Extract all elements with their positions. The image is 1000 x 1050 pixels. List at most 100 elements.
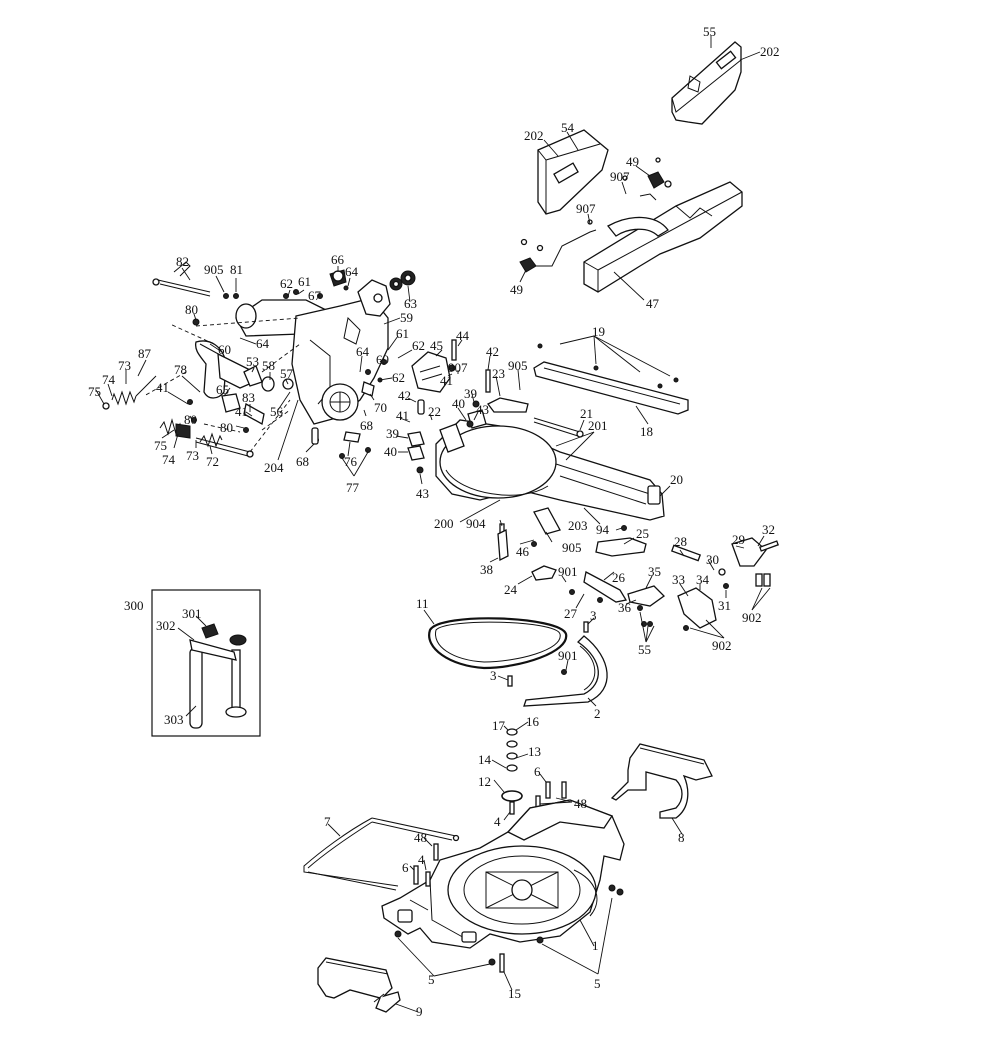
label-67: 67 xyxy=(308,288,322,303)
label-27: 27 xyxy=(564,606,578,621)
label-64: 64 xyxy=(256,336,270,351)
label-49: 49 xyxy=(510,282,523,297)
label-62: 62 xyxy=(280,276,293,291)
label-59: 59 xyxy=(400,310,413,325)
dashed-assembly-lines xyxy=(143,317,301,453)
label-6: 6 xyxy=(534,764,541,779)
rear-extension-rod-part-8 xyxy=(610,743,713,819)
label-45: 45 xyxy=(430,338,443,353)
label-44: 44 xyxy=(456,328,470,343)
label-300: 300 xyxy=(124,598,144,613)
part-number-labels: 55 202 54 202 49 907 907 49 47 82 905 81… xyxy=(88,24,780,1019)
label-42: 42 xyxy=(398,388,411,403)
label-55: 55 xyxy=(703,24,716,39)
label-75: 75 xyxy=(154,438,167,453)
label-61: 61 xyxy=(298,274,311,289)
label-301: 301 xyxy=(182,606,202,621)
label-31: 31 xyxy=(718,598,731,613)
label-204: 204 xyxy=(264,460,284,475)
label-68: 68 xyxy=(296,454,309,469)
label-80: 80 xyxy=(184,412,197,427)
label-54: 54 xyxy=(561,120,575,135)
label-41: 41 xyxy=(156,380,169,395)
bearing-part-63 xyxy=(389,270,416,291)
knob-part-66 xyxy=(329,269,347,287)
label-33: 33 xyxy=(672,572,685,587)
label-302: 302 xyxy=(156,618,176,633)
label-5: 5 xyxy=(428,972,435,987)
label-76: 76 xyxy=(344,454,358,469)
label-62: 62 xyxy=(412,338,425,353)
label-902: 902 xyxy=(712,638,732,653)
label-43: 43 xyxy=(416,486,429,501)
label-907: 907 xyxy=(448,360,468,375)
label-58: 58 xyxy=(262,358,275,373)
label-4: 4 xyxy=(418,852,425,867)
label-74: 74 xyxy=(162,452,176,467)
label-82: 82 xyxy=(176,254,189,269)
label-64: 64 xyxy=(356,344,370,359)
label-46: 46 xyxy=(516,544,530,559)
base-bolts xyxy=(394,843,624,973)
label-35: 35 xyxy=(648,564,661,579)
label-2: 2 xyxy=(594,706,601,721)
fence-bar-part-18 xyxy=(533,343,689,415)
spring-part-74 xyxy=(102,375,191,439)
label-41: 41 xyxy=(235,404,248,419)
label-66: 66 xyxy=(331,252,345,267)
label-40: 40 xyxy=(384,444,397,459)
fence-right-part-55 xyxy=(671,41,742,125)
label-48: 48 xyxy=(414,830,427,845)
label-901: 901 xyxy=(558,564,578,579)
label-80: 80 xyxy=(220,420,233,435)
label-55: 55 xyxy=(638,642,651,657)
label-9: 9 xyxy=(416,1004,423,1019)
turntable-hardware-stack xyxy=(501,728,567,815)
label-94: 94 xyxy=(596,522,610,537)
label-21: 21 xyxy=(580,406,593,421)
label-29: 29 xyxy=(732,532,745,547)
label-11: 11 xyxy=(416,596,429,611)
label-28: 28 xyxy=(674,534,687,549)
label-83: 83 xyxy=(242,390,255,405)
label-49: 49 xyxy=(626,154,639,169)
label-14: 14 xyxy=(478,752,492,767)
label-75: 75 xyxy=(88,384,101,399)
label-19: 19 xyxy=(592,324,605,339)
label-6: 6 xyxy=(402,860,409,875)
label-25: 25 xyxy=(636,526,649,541)
front-extension-rod-part-7 xyxy=(303,817,460,891)
screw-part-3 xyxy=(507,621,589,687)
label-905: 905 xyxy=(562,540,582,555)
label-43: 43 xyxy=(476,402,489,417)
label-78: 78 xyxy=(174,362,187,377)
miter-bracket-part-46 xyxy=(497,507,561,562)
leader-lines xyxy=(95,36,771,1013)
label-41: 41 xyxy=(440,373,453,388)
label-40: 40 xyxy=(452,396,465,411)
label-201: 201 xyxy=(588,418,608,433)
fence-base-part-47 xyxy=(583,181,743,293)
fence-clamp-part-49 xyxy=(519,157,672,273)
label-26: 26 xyxy=(612,570,626,585)
label-81: 81 xyxy=(230,262,243,277)
label-20: 20 xyxy=(670,472,683,487)
label-8: 8 xyxy=(678,830,685,845)
label-30: 30 xyxy=(706,552,719,567)
label-39: 39 xyxy=(386,426,399,441)
label-5: 5 xyxy=(594,976,601,991)
label-65: 65 xyxy=(216,382,229,397)
label-3: 3 xyxy=(490,668,497,683)
front-extension-part-9 xyxy=(317,957,401,1013)
guide-pin-part-21 xyxy=(533,417,584,438)
drive-belt-part-11 xyxy=(428,617,568,670)
blade-guard-part-45 xyxy=(411,339,457,393)
label-17: 17 xyxy=(492,718,506,733)
label-41: 41 xyxy=(396,408,409,423)
lock-rod-part-72 xyxy=(195,432,254,458)
label-73: 73 xyxy=(118,358,131,373)
label-60: 60 xyxy=(218,342,231,357)
turntable-part-200 xyxy=(435,409,665,521)
label-69: 69 xyxy=(376,352,389,367)
